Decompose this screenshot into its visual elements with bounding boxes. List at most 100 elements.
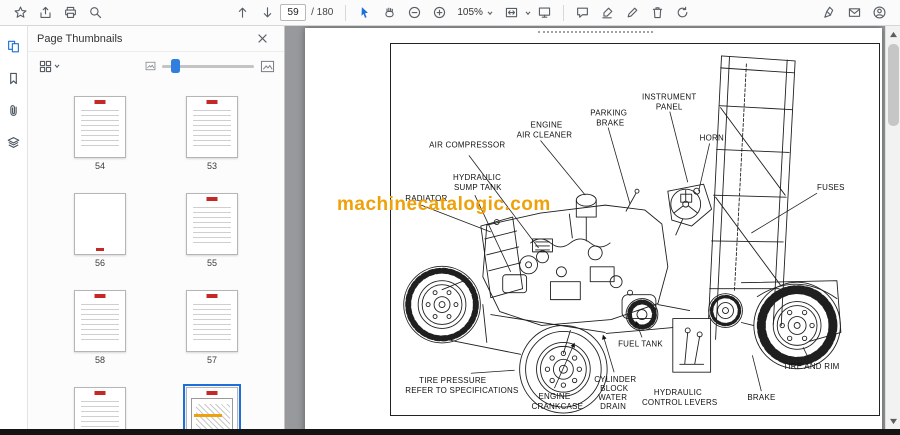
page-number-input[interactable] — [280, 4, 307, 21]
thumbnail-page-58[interactable]: 58 — [73, 290, 127, 365]
export-button[interactable] — [33, 2, 58, 24]
thumbnail-image — [74, 387, 126, 429]
zoom-level-select[interactable]: 105% — [452, 5, 499, 20]
label-radiator: RADIATOR — [405, 194, 447, 203]
draw-button[interactable] — [620, 2, 645, 24]
zoom-level-value: 105% — [457, 7, 483, 18]
text-lines — [81, 304, 119, 342]
slider-handle[interactable] — [171, 58, 180, 73]
panel-close-button[interactable] — [250, 28, 275, 50]
chevron-down-icon — [525, 10, 531, 15]
delete-button[interactable] — [645, 2, 670, 24]
triangle-up-icon — [890, 31, 897, 37]
profile-button[interactable] — [867, 2, 892, 24]
label-parking-brake-2: BRAKE — [596, 119, 624, 128]
search-icon — [90, 7, 102, 19]
fill-sign-button[interactable] — [817, 2, 842, 24]
scrollbar-thumb[interactable] — [888, 44, 899, 126]
thumbnail-image-selected — [183, 384, 241, 429]
text-lines — [193, 207, 231, 245]
window-body: Page Thumbnails — [0, 26, 900, 429]
thumbnail-grid: 54 53 56 55 58 — [28, 80, 284, 429]
layers-panel-button[interactable] — [3, 132, 25, 152]
label-air-cleaner-1: ENGINE — [531, 121, 563, 130]
label-cylinder-block-1: CYLINDER — [594, 375, 636, 384]
label-hydraulic-sump-1: HYDRAULIC — [453, 173, 501, 182]
attachments-panel-button[interactable] — [3, 100, 25, 120]
forklift-line-art: AIR COMPRESSOR HYDRAULIC SUMP TANK RADIA… — [403, 55, 845, 414]
label-parking-brake-1: PARKING — [590, 109, 627, 118]
label-cylinder-block-3: WATER — [598, 393, 627, 402]
thumbnail-image — [74, 193, 126, 255]
email-button[interactable] — [842, 2, 867, 24]
monitor-icon — [538, 7, 551, 18]
hand-icon — [385, 7, 394, 18]
profile-icon — [873, 6, 886, 19]
page-total-label: / 180 — [311, 7, 334, 18]
thumbnail-page-55[interactable]: 55 — [185, 193, 239, 268]
mini-watermark — [194, 414, 222, 417]
scroll-down-button[interactable] — [886, 414, 900, 428]
label-engine-crankcase-2: CRANKCASE — [532, 402, 584, 411]
label-tire-pressure-2: REFER TO SPECIFICATIONS — [405, 386, 518, 395]
scroll-up-button[interactable] — [886, 27, 900, 41]
previous-page-button[interactable] — [230, 2, 255, 24]
thumbnail-image — [186, 96, 238, 158]
comment-button[interactable] — [570, 2, 595, 24]
logo-mark — [206, 100, 218, 104]
thumbnail-page-59[interactable]: 59 — [183, 384, 241, 429]
small-thumbnail-icon — [145, 61, 156, 71]
zoom-out-icon — [409, 6, 421, 19]
thumbnail-page-56[interactable]: 56 — [73, 193, 127, 268]
rotate-button[interactable] — [670, 2, 695, 24]
zoom-out-button[interactable] — [402, 2, 427, 24]
slider-track[interactable] — [162, 58, 254, 73]
search-button[interactable] — [83, 2, 108, 24]
thumbnail-size-slider — [145, 58, 275, 73]
vertical-scrollbar[interactable] — [885, 26, 900, 429]
highlighter-icon — [602, 7, 613, 19]
select-tool-button[interactable] — [352, 2, 377, 24]
panel-title: Page Thumbnails — [37, 32, 123, 45]
chevron-down-icon — [487, 10, 493, 15]
label-fuel-tank: FUEL TANK — [618, 339, 663, 348]
label-brake: BRAKE — [747, 393, 775, 402]
trash-icon — [652, 7, 663, 19]
thumbnail-label: 56 — [94, 258, 105, 268]
thumbnail-page-53[interactable]: 53 — [185, 96, 239, 171]
rotate-icon — [677, 6, 688, 18]
page-thumbnails-panel-button[interactable] — [3, 36, 25, 56]
display-mode-button[interactable] — [532, 2, 557, 24]
favorites-button[interactable] — [8, 2, 33, 24]
text-lines — [81, 110, 119, 148]
label-fuses: FUSES — [817, 183, 845, 192]
chevron-down-icon — [54, 64, 60, 69]
bookmarks-panel-button[interactable] — [3, 68, 25, 88]
label-air-compressor: AIR COMPRESSOR — [429, 140, 505, 149]
thumbnail-page-54[interactable]: 54 — [73, 96, 127, 171]
thumbnail-options-button[interactable] — [37, 55, 62, 77]
layers-icon — [7, 136, 20, 148]
fit-width-button[interactable] — [499, 2, 524, 24]
thumbnail-image — [186, 193, 238, 255]
document-canvas[interactable]: machinecatalogic.com — [285, 26, 885, 429]
options-grid-icon — [39, 60, 52, 72]
label-air-cleaner-2: AIR CLEANER — [517, 130, 573, 139]
label-instrument-panel-1: INSTRUMENT — [642, 93, 697, 102]
print-button[interactable] — [58, 2, 83, 24]
label-instrument-panel-2: PANEL — [656, 103, 683, 112]
sign-icon — [824, 6, 834, 18]
next-page-button[interactable] — [255, 2, 280, 24]
document-page-59: machinecatalogic.com — [305, 28, 882, 429]
label-tire-pressure-1: TIRE PRESSURE — [419, 376, 486, 385]
zoom-in-button[interactable] — [427, 2, 452, 24]
thumbnail-page-57[interactable]: 57 — [185, 290, 239, 365]
hand-tool-button[interactable] — [377, 2, 402, 24]
thumbnail-page-60[interactable]: 60 — [73, 387, 127, 429]
label-cylinder-block-2: BLOCK — [600, 384, 629, 393]
page-header-text — [538, 31, 653, 33]
thumbnail-image — [186, 290, 238, 352]
highlight-button[interactable] — [595, 2, 620, 24]
label-horn: HORN — [700, 133, 724, 142]
